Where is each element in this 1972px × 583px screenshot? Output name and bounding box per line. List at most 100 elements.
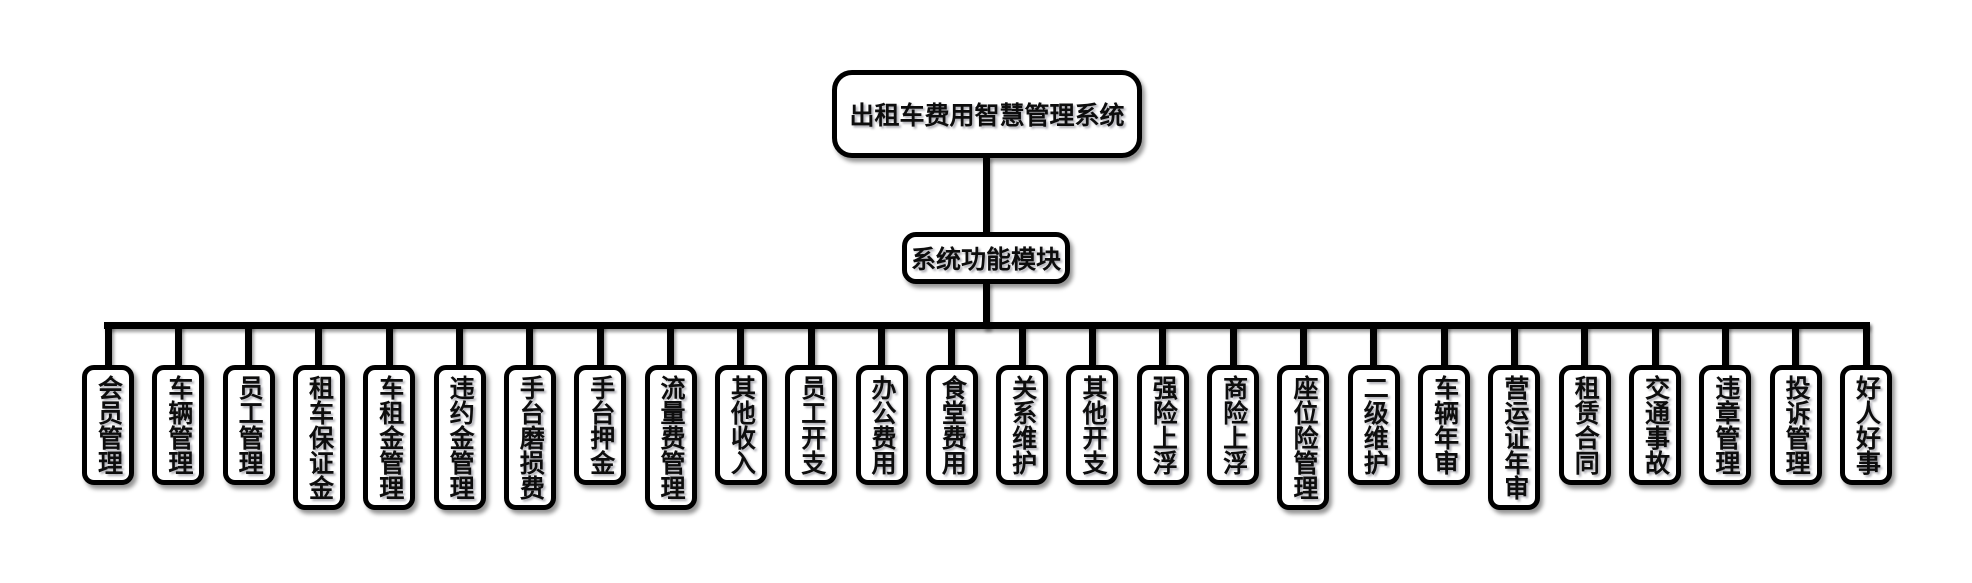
- function-module-box: 其他开支: [1066, 365, 1119, 485]
- function-module-node: 投诉管理: [1769, 322, 1822, 485]
- function-module-node: 营运证年审: [1488, 322, 1541, 510]
- function-module-label: 车租金管理: [375, 375, 404, 500]
- function-module-node: 员工开支: [785, 322, 838, 485]
- function-module-node: 食堂费用: [925, 322, 978, 485]
- function-module-box: 违章管理: [1699, 365, 1752, 485]
- function-module-box: 会员管理: [82, 365, 134, 485]
- function-module-label: 租赁合同: [1571, 375, 1600, 475]
- function-module-box: 座位险管理: [1277, 365, 1330, 510]
- function-module-node: 好人好事: [1840, 322, 1892, 485]
- connector-drop-line: [1440, 322, 1448, 365]
- function-module-node: 办公费用: [855, 322, 908, 485]
- connector-drop-line: [1370, 322, 1378, 365]
- function-module-box: 交通事故: [1629, 365, 1682, 485]
- function-module-node: 车租金管理: [363, 322, 416, 510]
- connector-drop-line: [1510, 322, 1518, 365]
- connector-drop-line: [596, 322, 604, 365]
- function-module-label: 座位险管理: [1289, 375, 1318, 500]
- children-horizontal-connector-line: [104, 322, 1869, 329]
- connector-drop-line: [315, 322, 323, 365]
- function-module-node: 违约金管理: [433, 322, 486, 510]
- function-module-label: 商险上浮: [1219, 375, 1248, 475]
- function-module-box: 员工开支: [785, 365, 838, 485]
- root-to-hub-connector-line: [983, 156, 990, 234]
- connector-drop-line: [245, 322, 253, 365]
- function-module-box: 好人好事: [1840, 365, 1892, 485]
- connector-drop-line: [526, 322, 534, 365]
- function-module-node: 手台押金: [574, 322, 627, 485]
- function-module-box: 租赁合同: [1558, 365, 1611, 485]
- function-module-label: 其他收入: [727, 375, 756, 475]
- function-module-box: 手台磨损费: [503, 365, 556, 510]
- function-module-label: 食堂费用: [938, 375, 967, 475]
- function-module-label: 流量费管理: [657, 375, 686, 500]
- function-module-label: 营运证年审: [1500, 375, 1529, 500]
- connector-drop-line: [807, 322, 815, 365]
- function-module-node: 商险上浮: [1207, 322, 1260, 485]
- root-node-label: 出租车费用智慧管理系统: [849, 102, 1125, 130]
- function-module-node: 二级维护: [1347, 322, 1400, 485]
- root-node: 出租车费用智慧管理系统: [832, 70, 1142, 158]
- function-module-label: 二级维护: [1360, 375, 1389, 475]
- connector-drop-line: [1299, 322, 1307, 365]
- connector-drop-line: [1581, 322, 1589, 365]
- function-module-label: 违章管理: [1711, 375, 1740, 475]
- function-module-box: 营运证年审: [1488, 365, 1541, 510]
- connector-drop-line: [948, 322, 956, 365]
- function-module-label: 投诉管理: [1782, 375, 1811, 475]
- function-module-box: 其他收入: [714, 365, 767, 485]
- connector-drop-line: [1721, 322, 1729, 365]
- function-module-box: 车辆年审: [1418, 365, 1471, 485]
- function-module-node: 会员管理: [82, 322, 134, 485]
- function-module-node: 租赁合同: [1558, 322, 1611, 485]
- function-module-box: 车租金管理: [363, 365, 416, 510]
- connector-drop-line: [1651, 322, 1659, 365]
- connector-drop-line: [104, 322, 112, 365]
- function-module-label: 好人好事: [1852, 375, 1881, 475]
- function-module-node: 车辆管理: [152, 322, 205, 485]
- function-module-node: 违章管理: [1699, 322, 1752, 485]
- function-module-label: 违约金管理: [446, 375, 475, 500]
- function-module-label: 手台押金: [586, 375, 615, 475]
- function-module-box: 商险上浮: [1207, 365, 1260, 485]
- function-module-box: 关系维护: [996, 365, 1049, 485]
- connector-drop-line: [1159, 322, 1167, 365]
- connector-drop-line: [878, 322, 886, 365]
- function-module-node: 租车保证金: [292, 322, 345, 510]
- function-module-box: 二级维护: [1347, 365, 1400, 485]
- function-module-label: 会员管理: [94, 375, 123, 475]
- hub-node-label: 系统功能模块: [910, 246, 1061, 274]
- function-module-box: 违约金管理: [433, 365, 486, 510]
- connector-drop-line: [737, 322, 745, 365]
- function-module-node: 车辆年审: [1418, 322, 1471, 485]
- function-module-node: 流量费管理: [644, 322, 697, 510]
- connector-drop-line: [1018, 322, 1026, 365]
- function-module-box: 租车保证金: [292, 365, 345, 510]
- function-module-label: 租车保证金: [305, 375, 334, 500]
- function-module-box: 手台押金: [574, 365, 627, 485]
- function-module-node: 其他收入: [714, 322, 767, 485]
- function-module-box: 强险上浮: [1136, 365, 1189, 485]
- function-module-box: 员工管理: [222, 365, 275, 485]
- function-module-label: 手台磨损费: [516, 375, 545, 500]
- function-module-box: 车辆管理: [152, 365, 205, 485]
- function-module-node: 其他开支: [1066, 322, 1119, 485]
- function-module-label: 车辆管理: [164, 375, 193, 475]
- connector-drop-line: [1792, 322, 1800, 365]
- connector-drop-line: [1229, 322, 1237, 365]
- function-module-label: 其他开支: [1078, 375, 1107, 475]
- function-module-box: 食堂费用: [925, 365, 978, 485]
- function-module-node: 员工管理: [222, 322, 275, 485]
- hub-node: 系统功能模块: [902, 232, 1070, 284]
- function-module-label: 关系维护: [1008, 375, 1037, 475]
- function-module-label: 交通事故: [1641, 375, 1670, 475]
- function-module-node: 交通事故: [1629, 322, 1682, 485]
- connector-drop-line: [667, 322, 675, 365]
- function-module-label: 办公费用: [868, 375, 897, 475]
- connector-drop-line: [456, 322, 464, 365]
- function-module-box: 办公费用: [855, 365, 908, 485]
- function-module-node: 座位险管理: [1277, 322, 1330, 510]
- function-module-label: 员工开支: [797, 375, 826, 475]
- function-module-label: 员工管理: [235, 375, 264, 475]
